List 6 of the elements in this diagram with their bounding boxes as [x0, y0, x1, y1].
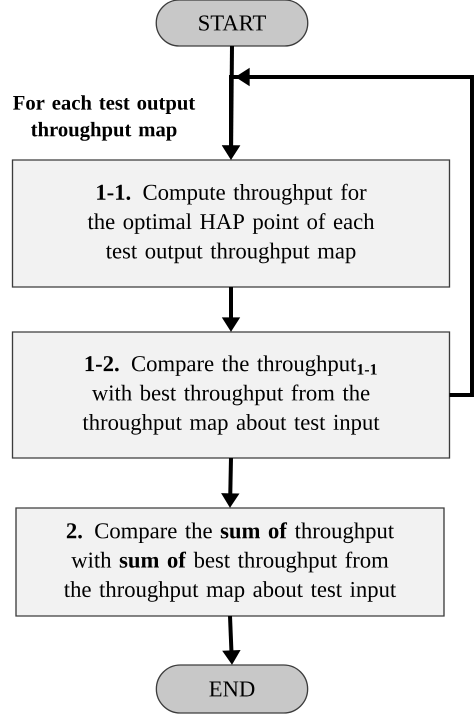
terminal-pill: END	[156, 664, 308, 714]
process-box: 1-2. Compare the throughput$_{1-1}$ with best throughput from the throughput map about test input	[12, 331, 450, 459]
terminal-pill: START	[156, 0, 308, 47]
edge-label: For each test output throughput map	[2, 94, 206, 142]
process-box: 2. Compare the sum of throughput with sum of best throughput from the throughput map about test input	[15, 507, 445, 617]
process-box: 1-1. Compute throughput for the optimal HAP point of each test output throughput map	[12, 159, 450, 288]
